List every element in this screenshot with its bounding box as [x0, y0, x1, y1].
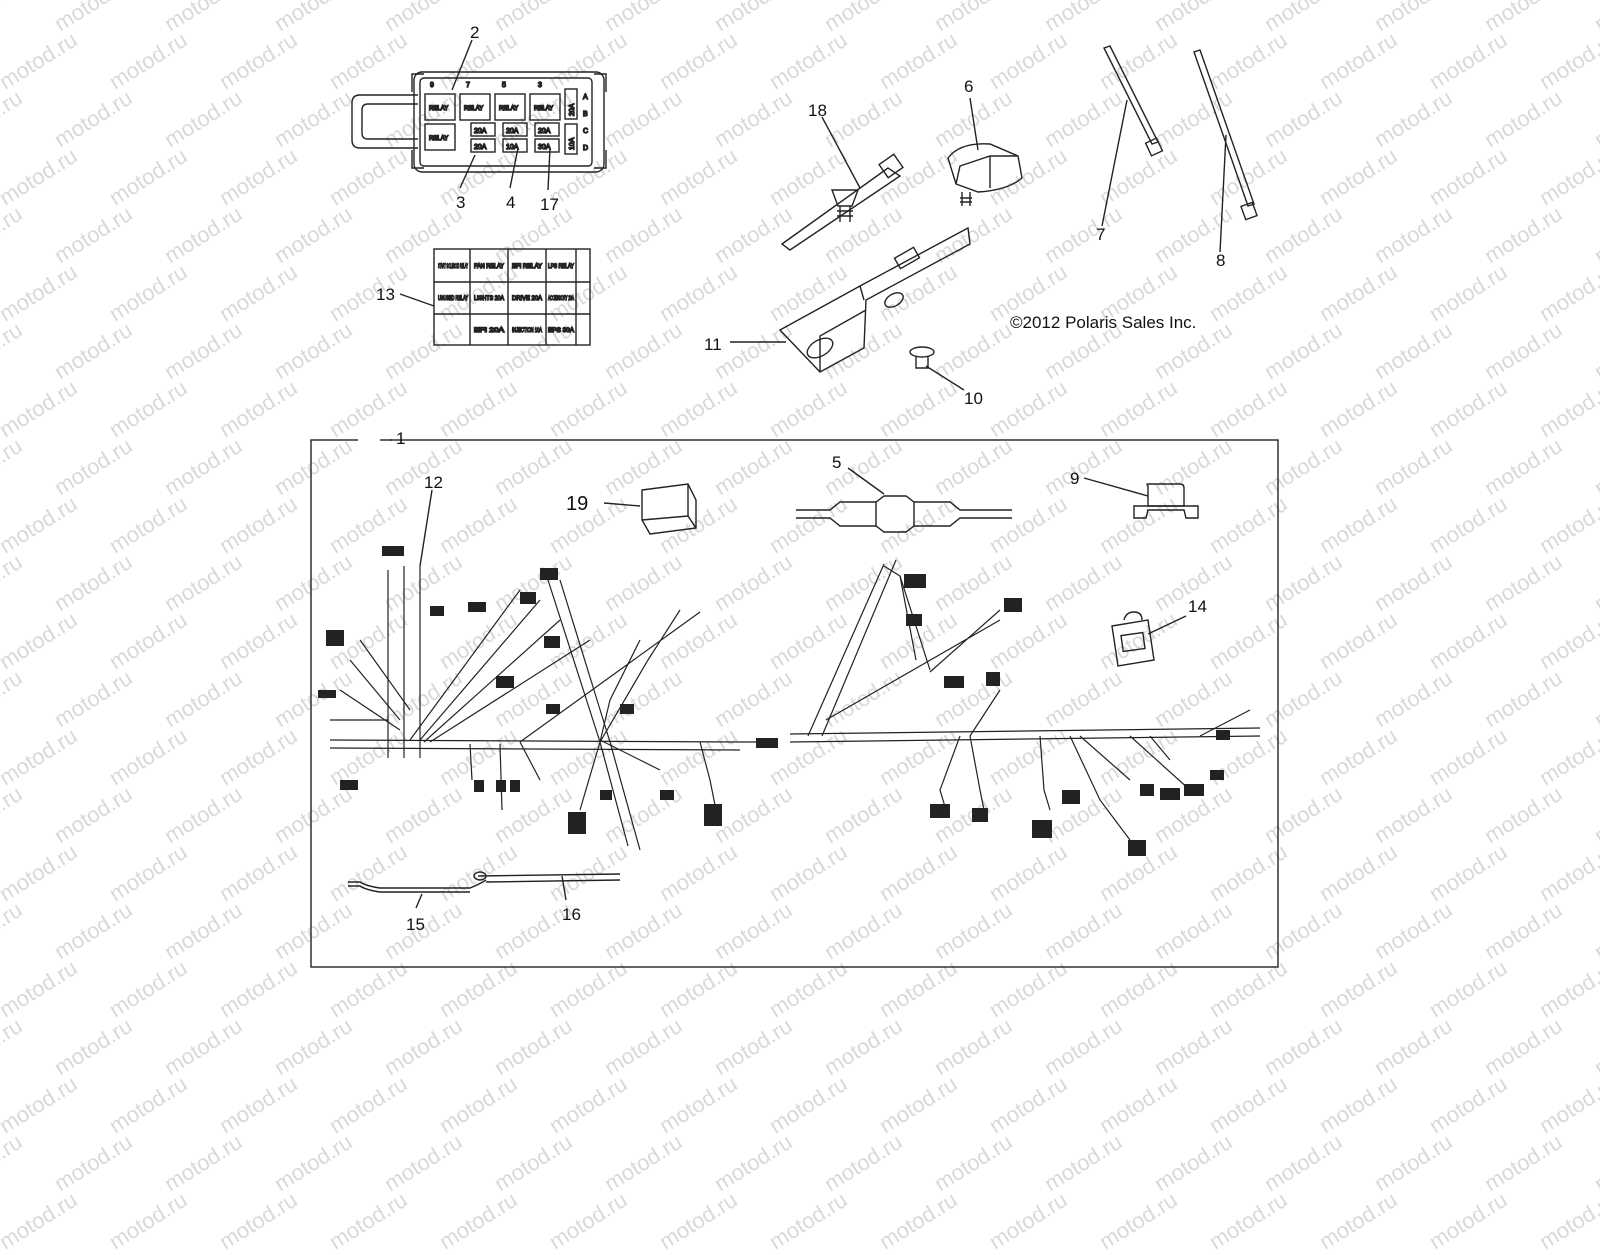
callout-19: 19 [566, 493, 588, 515]
fuse-label-cell: DRIVE 20A [512, 296, 542, 302]
callout-7: 7 [1096, 225, 1105, 244]
fuse-label-cell: LIGHTS 20A [474, 296, 504, 302]
fuse-label-cell: EPS 30A [548, 328, 574, 334]
cable-tie-short [1103, 45, 1164, 157]
fuse-label-cell: UNUSED RELAY [438, 296, 468, 302]
fuse-label-cell: START SOLENOID RELAY [438, 264, 468, 270]
fuse-box-top-number: 5 [502, 82, 506, 89]
main-harness-left [329, 566, 760, 851]
parts-diagram: 9 7 5 3 A B C D RELAY RELAY RELAY RELAY … [310, 23, 1279, 968]
fuse-label-cell: LPS RELAY [548, 264, 574, 270]
fuse-label-cell: EFI 20A [474, 328, 504, 334]
callout-10: 10 [964, 389, 983, 408]
relay-label: RELAY [499, 106, 518, 112]
fuse-box-top-number: 9 [430, 82, 434, 89]
callout-18: 18 [808, 101, 827, 120]
main-harness-right [789, 559, 1261, 841]
battery-cable [473, 871, 621, 883]
sealed-connector [641, 483, 697, 535]
callout-4: 4 [506, 193, 515, 212]
ground-cable [348, 879, 487, 893]
callout-1: 1 [396, 429, 405, 448]
fuse-label-cell: INJECTION 10A [512, 328, 542, 334]
cable-tie-push-mount [780, 153, 904, 251]
fuse-box-top-number: 3 [538, 82, 542, 89]
callout-5: 5 [832, 453, 841, 472]
relay-label: RELAY [534, 106, 553, 112]
callout-13: 13 [376, 285, 395, 304]
fuse-rating: 10A [506, 144, 519, 151]
callout-17: 17 [540, 195, 559, 214]
terminal-boot [1133, 483, 1199, 519]
fuse-label-cell: FAN RELAY [474, 264, 504, 270]
fuse-label-decal [433, 248, 591, 346]
relay-label: RELAY [464, 106, 483, 112]
connector-lock [1111, 611, 1155, 667]
fuse-rating: 20A [474, 144, 487, 151]
callout-2: 2 [470, 23, 479, 42]
fuse-box-row-letter: B [583, 111, 588, 118]
side-fuse-rating: 10A [569, 137, 576, 150]
callout-15: 15 [406, 915, 425, 934]
connector-part [947, 143, 1023, 206]
fuse-box-row-letter: C [583, 128, 588, 135]
fuse-rating: 20A [506, 128, 519, 135]
fuse-box-top-number: 7 [466, 82, 470, 89]
fuse-rating: 20A [474, 128, 487, 135]
mounting-bracket [778, 226, 971, 373]
fuse-rating: 20A [538, 128, 551, 135]
callout-8: 8 [1216, 251, 1225, 270]
fuse-rating: 30A [538, 144, 551, 151]
callout-6: 6 [964, 77, 973, 96]
cable-tie-long [1193, 49, 1258, 221]
fuse-label-cell: ACCESSORY 20A [548, 296, 574, 302]
callout-9: 9 [1070, 469, 1079, 488]
callout-14: 14 [1188, 597, 1207, 616]
fuse-label-cell: EFI RELAY [512, 264, 542, 270]
callout-12: 12 [424, 473, 443, 492]
relay-label: RELAY [429, 106, 448, 112]
push-rivet [909, 346, 935, 369]
harness-frame [310, 439, 1279, 968]
fuse-box [351, 71, 607, 173]
copyright-text: ©2012 Polaris Sales Inc. [1010, 313, 1196, 332]
harness-connector-tags [318, 546, 1230, 856]
callout-3: 3 [456, 193, 465, 212]
callout-11: 11 [704, 335, 722, 354]
side-fuse-rating: 20A [569, 103, 576, 116]
callout-16: 16 [562, 905, 581, 924]
inline-fuse-holder [796, 495, 1012, 533]
fuse-box-row-letter: A [583, 94, 588, 101]
relay-label: RELAY [429, 136, 448, 142]
fuse-box-row-letter: D [583, 145, 588, 152]
